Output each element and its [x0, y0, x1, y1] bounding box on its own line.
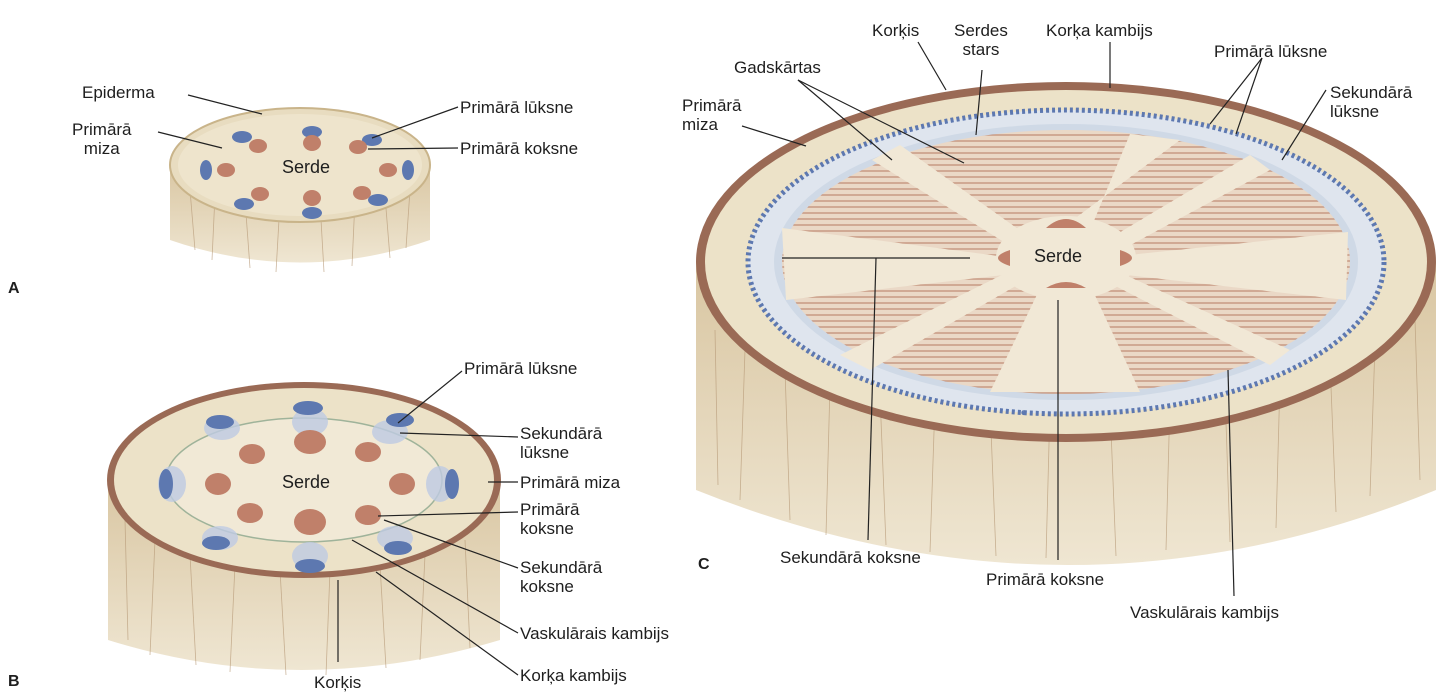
c-primara-miza-label: Primārā miza: [682, 96, 742, 134]
b-korkis-label: Korķis: [314, 673, 361, 692]
b-vaskularais-kambijs-label: Vaskulārais kambijs: [520, 624, 669, 643]
c-primara-luksne-label: Primārā lūksne: [1214, 42, 1327, 61]
panel-b-pith-label: Serde: [282, 472, 330, 493]
panel-b-stem: [107, 382, 501, 675]
b-sekundara-koksne-label: Sekundārā koksne: [520, 558, 602, 596]
panel-a-letter: A: [8, 280, 20, 298]
c-gadskartas-label: Gadskārtas: [734, 58, 821, 77]
b-primara-miza-label: Primārā miza: [520, 473, 620, 492]
panel-a-stem: [170, 108, 430, 272]
c-serdes-stars-label: Serdes stars: [954, 21, 1008, 59]
c-primara-koksne-label: Primārā koksne: [986, 570, 1104, 589]
c-korka-kambijs-label: Korķa kambijs: [1046, 21, 1153, 40]
a-primara-miza-label: Primārā miza: [72, 120, 132, 158]
panel-a-pith-label: Serde: [282, 157, 330, 178]
panel-c-pith-label: Serde: [1034, 246, 1082, 267]
panel-c-stem: [696, 82, 1436, 565]
a-epiderma-label: Epiderma: [82, 83, 155, 102]
b-primara-luksne-label: Primārā lūksne: [464, 359, 577, 378]
b-sekundara-luksne-label: Sekundārā lūksne: [520, 424, 602, 462]
b-korka-kambijs-label: Korķa kambijs: [520, 666, 627, 685]
c-korkis-label: Korķis: [872, 21, 919, 40]
c-vaskularais-kambijs-label: Vaskulārais kambijs: [1130, 603, 1279, 622]
panel-b-letter: B: [8, 673, 20, 691]
panel-c-letter: C: [698, 556, 710, 574]
c-sekundara-koksne-label: Sekundārā koksne: [780, 548, 921, 567]
a-primara-luksne-label: Primārā lūksne: [460, 98, 573, 117]
a-primara-koksne-label: Primārā koksne: [460, 139, 578, 158]
c-sekundara-luksne-label: Sekundārā lūksne: [1330, 83, 1412, 121]
b-primara-koksne-label: Primārā koksne: [520, 500, 580, 538]
